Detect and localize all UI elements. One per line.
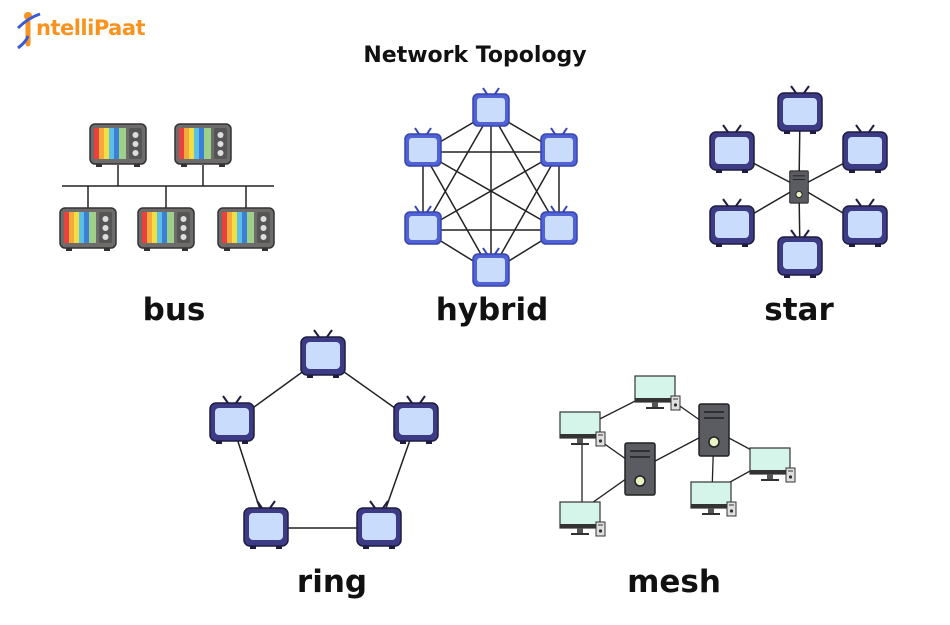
bus-node-tv-icon (217, 207, 275, 252)
ring-node-tv-icon (300, 329, 346, 379)
label-hybrid: hybrid (435, 292, 549, 328)
star-node-tv-icon (842, 124, 888, 174)
hybrid-node-tv-icon (540, 127, 578, 167)
hybrid-node-tv-icon (404, 127, 442, 167)
mesh-desktop-icon (559, 501, 606, 537)
label-mesh: mesh (627, 564, 721, 600)
ring-node-tv-icon (209, 395, 255, 445)
hybrid-topology (422, 111, 560, 273)
ring-node-tv-icon (243, 500, 289, 550)
hybrid-node-tv-icon (540, 205, 578, 245)
mesh-server-icon (698, 403, 730, 457)
label-bus: bus (142, 292, 206, 328)
mesh-desktop-icon (634, 375, 681, 411)
bus-node-tv-icon (137, 207, 195, 252)
hybrid-node-tv-icon (404, 205, 442, 245)
star-node-tv-icon (709, 124, 755, 174)
mesh-desktop-icon (690, 481, 737, 517)
hybrid-node-tv-icon (472, 247, 510, 287)
bus-node-tv-icon (89, 123, 147, 168)
ring-node-tv-icon (356, 500, 402, 550)
ring-topology (231, 356, 417, 529)
star-node-tv-icon (709, 198, 755, 248)
intellipaat-logo: ntelliPaat (14, 8, 154, 52)
star-node-tv-icon (842, 198, 888, 248)
bus-topology (59, 123, 275, 252)
diagram-title: Network Topology (363, 43, 587, 68)
star-node-tv-icon (777, 229, 823, 279)
star-hub-server-icon (789, 170, 809, 204)
hybrid-node-tv-icon (472, 87, 510, 127)
label-ring: ring (296, 564, 368, 600)
mesh-server-icon (624, 442, 656, 496)
logo-figure-icon (16, 12, 41, 50)
logo-text: ntelliPaat (36, 16, 146, 40)
star-node-tv-icon (777, 85, 823, 135)
mesh-desktop-icon (559, 411, 606, 447)
ring-node-tv-icon (393, 395, 439, 445)
bus-node-tv-icon (59, 207, 117, 252)
mesh-desktop-icon (749, 447, 796, 483)
bus-node-tv-icon (174, 123, 232, 168)
label-star: star (764, 292, 834, 328)
